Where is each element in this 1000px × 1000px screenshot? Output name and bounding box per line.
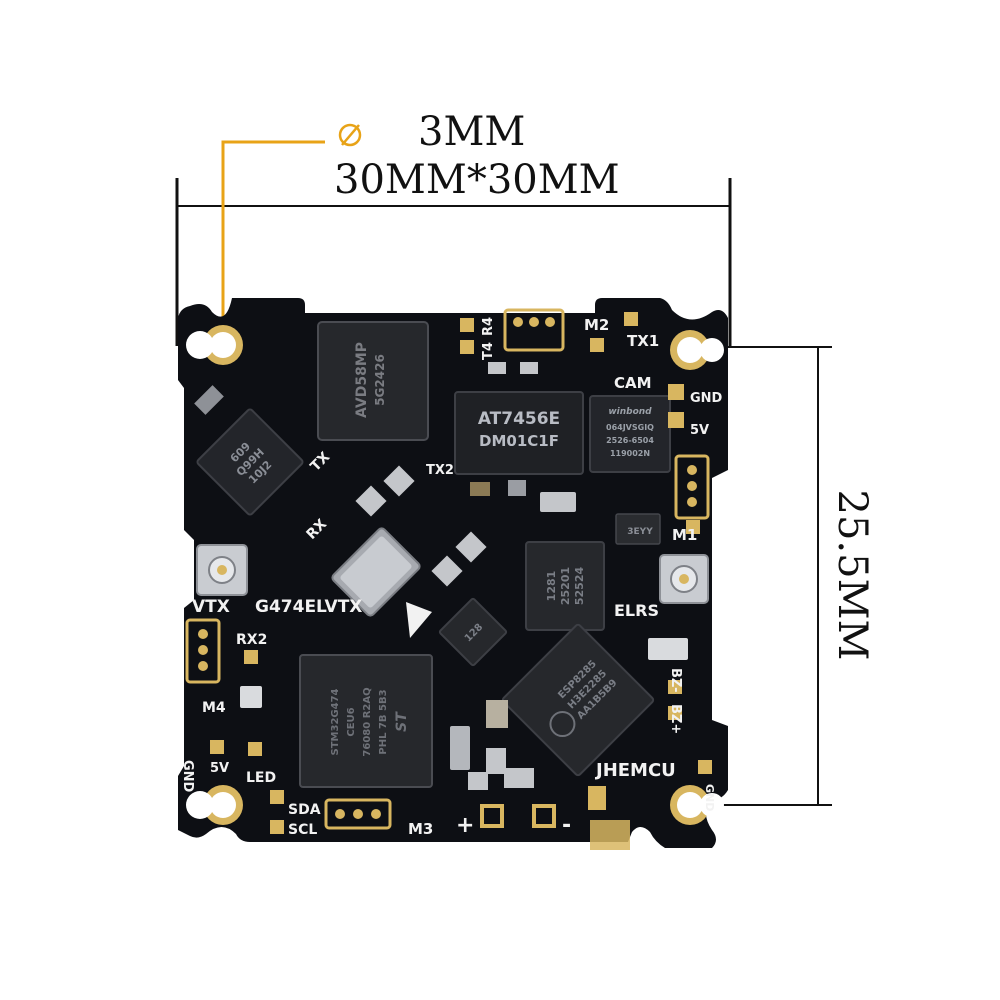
pad-label-m2: M2 <box>584 316 609 334</box>
inductor <box>331 527 421 617</box>
flash-code-3: 119002N <box>610 449 650 458</box>
board-name-label: G474ELVTX <box>255 597 362 617</box>
boot-button <box>240 686 262 708</box>
imu-chip: 609 Q99H 10J2 <box>196 408 304 516</box>
pad-label-m1: M1 <box>672 526 697 544</box>
osd-chip: AT7456E DM01C1F <box>454 391 584 475</box>
pad-label-t4: T4 <box>481 342 496 360</box>
mount-hole-top-left <box>203 325 243 365</box>
espressif-logo-icon <box>549 711 576 738</box>
mount-hole-bottom-right <box>670 785 710 825</box>
mcu-chip: STM32G474 CEU6 76080 R2AQ PHL 7B 5B3 ST <box>299 654 433 788</box>
pad-label-5v-right: 5V <box>690 423 709 438</box>
pad-label-vtx: VTX <box>192 597 230 617</box>
mcu-line-3: 76080 R2AQ <box>362 687 373 756</box>
pad-label-elrs: ELRS <box>614 601 659 620</box>
passive-components <box>194 362 576 790</box>
mcu-line-2: CEU6 <box>346 707 357 736</box>
pad-label-r4: R4 <box>481 317 496 336</box>
pad-label-rx2: RX2 <box>236 632 267 648</box>
pad-label-m3: M3 <box>408 820 433 838</box>
pad-label-scl: SCL <box>288 822 317 838</box>
elrs-antenna-connector <box>659 554 709 604</box>
mcu-line-1: STM32G474 <box>330 688 341 755</box>
orientation-arrow <box>406 602 432 638</box>
baro-chip-label: AVD58MP <box>354 342 370 418</box>
baro-chip-code: 5G2426 <box>373 354 387 406</box>
pad-label-tx1: TX1 <box>627 332 659 350</box>
brand-label: JHEMCU <box>594 760 676 781</box>
hole-leader-line <box>221 140 325 350</box>
pad-label-gnd-bottom-right: GND <box>703 784 716 811</box>
mcu-line-4: PHL 7B 5B3 <box>378 689 389 754</box>
elrs-chip: 1281 25201 52524 <box>525 541 605 631</box>
diameter-symbol-icon <box>338 123 362 147</box>
vtx-antenna-connector <box>196 544 248 596</box>
regulator-code: 3EYY <box>627 527 653 537</box>
osd-chip-label: AT7456E <box>478 409 560 429</box>
elrs-chip-code-1: 1281 <box>545 571 558 602</box>
flash-brand: winbond <box>608 407 652 417</box>
bind-button <box>648 638 688 660</box>
flash-code-2: 2526-6504 <box>606 436 654 445</box>
pad-label-gnd-left: GND <box>180 760 195 793</box>
pad-label-cam: CAM <box>614 374 652 392</box>
st-logo-icon: ST <box>394 711 410 732</box>
pad-label-gnd-right: GND <box>690 391 723 406</box>
mount-hole-top-right <box>670 330 710 370</box>
flash-chip: winbond 064JVSGIQ 2526-6504 119002N <box>589 395 671 473</box>
baro-chip: AVD58MP 5G2426 <box>317 321 429 441</box>
pad-label-plus: + <box>456 813 474 838</box>
board-size-label: 30MM*30MM <box>334 157 620 203</box>
pad-label-bz-plus: BZ+ <box>668 704 683 734</box>
osd-chip-code: DM01C1F <box>479 432 559 450</box>
pad-label-sda: SDA <box>288 802 321 818</box>
small-chip: 128 <box>438 597 508 667</box>
elrs-chip-code-2: 25201 <box>559 567 572 605</box>
pad-label-minus: - <box>562 813 571 838</box>
pad-label-tx2: TX2 <box>426 463 454 478</box>
regulator-chip: 3EYY <box>615 513 661 545</box>
flash-code-1: 064JVSGIQ <box>606 423 654 432</box>
pad-label-5v-left: 5V <box>210 761 229 776</box>
hole-diameter-label: 3MM <box>418 109 526 155</box>
elrs-chip-code-3: 52524 <box>573 567 586 606</box>
pad-label-bz-minus: BZ- <box>668 668 683 693</box>
pad-label-led: LED <box>246 770 276 786</box>
wifi-chip: ESP8285 H3E2285 AA1B5B9 <box>501 623 655 777</box>
chip-antenna <box>590 820 630 850</box>
pad-label-m4: M4 <box>202 700 226 716</box>
mount-hole-bottom-left <box>203 785 243 825</box>
